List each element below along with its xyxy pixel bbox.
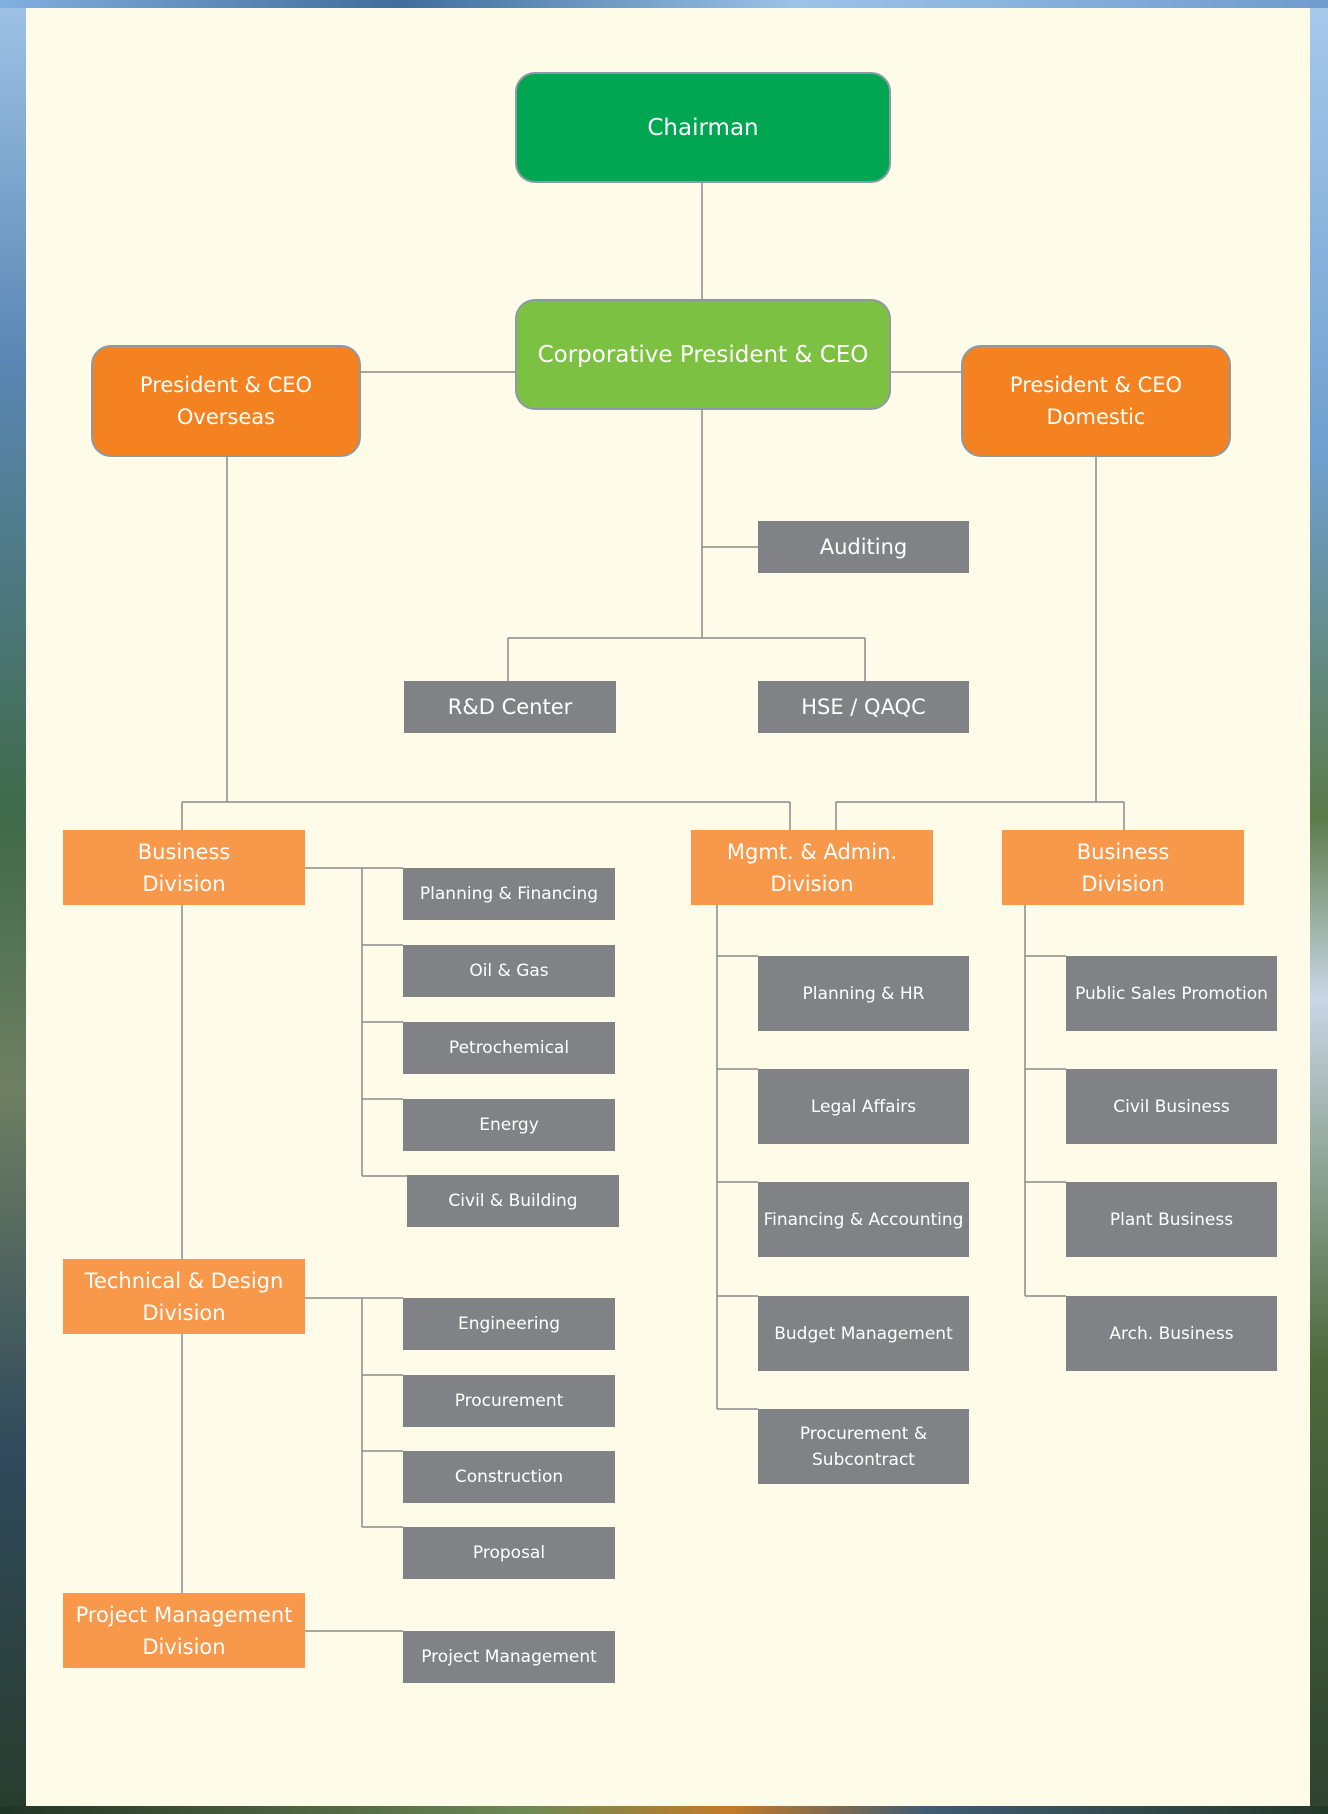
unit-construction: Construction	[454, 1467, 564, 1487]
unit-box: Planning & Financing	[403, 868, 615, 920]
unit-box: Budget Management	[758, 1296, 969, 1371]
ceo-overseas-label: President & CEO Overseas	[139, 373, 313, 429]
unit-project-management: Project Management	[421, 1647, 597, 1667]
unit-box: Oil & Gas	[403, 945, 615, 997]
unit-box: Project Management	[403, 1631, 615, 1683]
project-management-division-label: Project Management Division	[75, 1602, 293, 1659]
hse-qaqc-box: HSE / QAQC	[758, 681, 969, 733]
chairman-box: Chairman	[515, 72, 891, 183]
domestic-business-division-box: Business Division	[1002, 830, 1244, 905]
unit-box: Energy	[403, 1099, 615, 1151]
unit-civil-business: Civil Business	[1113, 1096, 1230, 1117]
auditing-label: Auditing	[819, 535, 908, 559]
unit-arch-business: Arch. Business	[1109, 1323, 1234, 1344]
domestic-business-division-label: Business Division	[1076, 839, 1170, 896]
unit-engineering: Engineering	[458, 1314, 560, 1334]
unit-box: Legal Affairs	[758, 1069, 969, 1144]
unit-box: Construction	[403, 1451, 615, 1503]
unit-box: Plant Business	[1066, 1182, 1277, 1257]
unit-proposal: Proposal	[472, 1543, 546, 1563]
ceo-domestic-label: President & CEO Domestic	[1009, 373, 1183, 429]
unit-petrochemical: Petrochemical	[448, 1038, 570, 1058]
unit-energy: Energy	[479, 1115, 539, 1135]
unit-box: Public Sales Promotion	[1066, 956, 1277, 1031]
mgmt-admin-division-label: Mgmt. & Admin. Division	[726, 839, 898, 896]
unit-financing-accounting: Financing & Accounting	[763, 1209, 964, 1230]
auditing-box: Auditing	[758, 521, 969, 573]
unit-box: Arch. Business	[1066, 1296, 1277, 1371]
unit-public-sales-promotion: Public Sales Promotion	[1075, 983, 1268, 1004]
background-photo-bottom	[0, 1806, 1328, 1814]
ceo-domestic-box: President & CEO Domestic	[961, 345, 1231, 457]
technical-design-division-label: Technical & Design Division	[84, 1268, 284, 1325]
background-photo-left	[0, 0, 26, 1814]
rnd-center-box: R&D Center	[404, 681, 616, 733]
overseas-business-division-box: Business Division	[63, 830, 305, 905]
unit-box: Financing & Accounting	[758, 1182, 969, 1257]
unit-box: Procurement & Subcontract	[758, 1409, 969, 1484]
unit-box: Planning & HR	[758, 956, 969, 1031]
unit-box: Civil Business	[1066, 1069, 1277, 1144]
unit-box: Procurement	[403, 1375, 615, 1427]
corporate-ceo-box: Corporative President & CEO	[515, 299, 891, 410]
rnd-center-label: R&D Center	[447, 695, 573, 719]
unit-procurement: Procurement	[454, 1391, 564, 1411]
unit-plant-business: Plant Business	[1109, 1209, 1234, 1230]
unit-civil-building: Civil & Building	[448, 1191, 578, 1211]
unit-procurement-subcontract: Procurement & Subcontract	[799, 1423, 928, 1470]
background-photo-top	[0, 0, 1328, 8]
overseas-business-division-label: Business Division	[137, 839, 231, 896]
mgmt-admin-division-box: Mgmt. & Admin. Division	[691, 830, 933, 905]
unit-box: Petrochemical	[403, 1022, 615, 1074]
unit-box: Engineering	[403, 1298, 615, 1350]
hse-qaqc-label: HSE / QAQC	[801, 695, 926, 719]
unit-budget-management: Budget Management	[774, 1323, 953, 1344]
unit-legal-affairs: Legal Affairs	[810, 1096, 917, 1117]
chairman-label: Chairman	[647, 114, 759, 141]
corporate-ceo-label: Corporative President & CEO	[537, 341, 869, 368]
ceo-overseas-box: President & CEO Overseas	[91, 345, 361, 457]
unit-box: Civil & Building	[407, 1175, 619, 1227]
unit-planning-financing: Planning & Financing	[419, 884, 599, 904]
unit-planning-hr: Planning & HR	[802, 983, 925, 1004]
unit-oil-gas: Oil & Gas	[469, 961, 549, 981]
background-photo-right	[1310, 0, 1328, 1814]
technical-design-division-box: Technical & Design Division	[63, 1259, 305, 1334]
unit-box: Proposal	[403, 1527, 615, 1579]
project-management-division-box: Project Management Division	[63, 1593, 305, 1668]
